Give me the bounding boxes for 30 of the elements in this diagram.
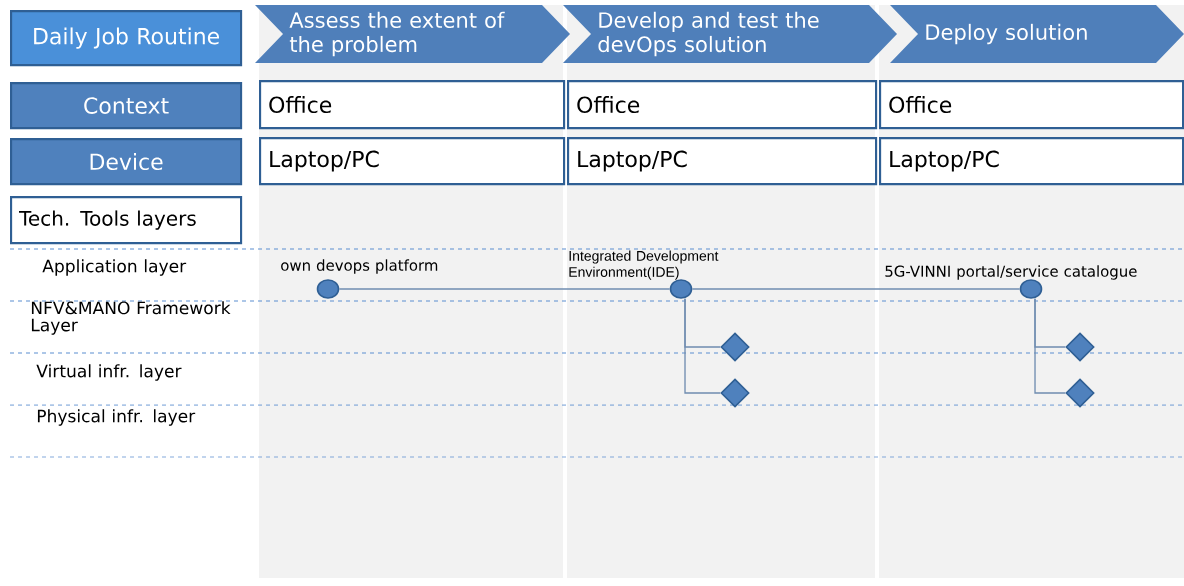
diamond-marker <box>1065 332 1095 362</box>
circle-marker <box>669 279 693 299</box>
layer-label: Application layer <box>42 259 187 276</box>
cell-box: Laptop/PC <box>879 137 1184 186</box>
connector-line <box>691 288 1021 290</box>
cell-box: Laptop/PC <box>259 137 566 186</box>
cell-box: Office <box>879 80 1184 130</box>
node-caption: 5G-VINNI portal/service catalogue <box>885 265 1137 280</box>
layer-label: Virtual infr. layer <box>36 364 182 381</box>
diamond-marker <box>720 378 750 408</box>
diamond-marker <box>720 332 750 362</box>
connector-line <box>338 288 671 290</box>
circle-marker <box>1019 279 1043 299</box>
diamond-marker <box>1065 378 1095 408</box>
row-header-box: Device <box>10 138 243 186</box>
connector-line <box>1034 298 1066 394</box>
connector-line <box>684 298 721 394</box>
heading-box: Daily Job Routine <box>10 10 243 67</box>
process-step-banner: Develop and test the devOps solution <box>563 5 897 63</box>
node-caption: own devops platform <box>281 259 438 274</box>
row-header-box: Context <box>10 82 243 130</box>
cell-box: Office <box>259 80 566 130</box>
node-caption: Integrated Development Environment(IDE) <box>569 250 719 280</box>
layer-label: Physical infr. layer <box>37 409 196 426</box>
cell-box: Laptop/PC <box>567 137 878 186</box>
circle-marker <box>316 279 340 299</box>
layer-label: NFV&MANO Framework Layer <box>31 301 231 335</box>
process-step-banner: Assess the extent of the problem <box>255 5 570 63</box>
cell-box: Office <box>567 80 878 130</box>
row-header-box: Tech. Tools layers <box>10 196 243 245</box>
